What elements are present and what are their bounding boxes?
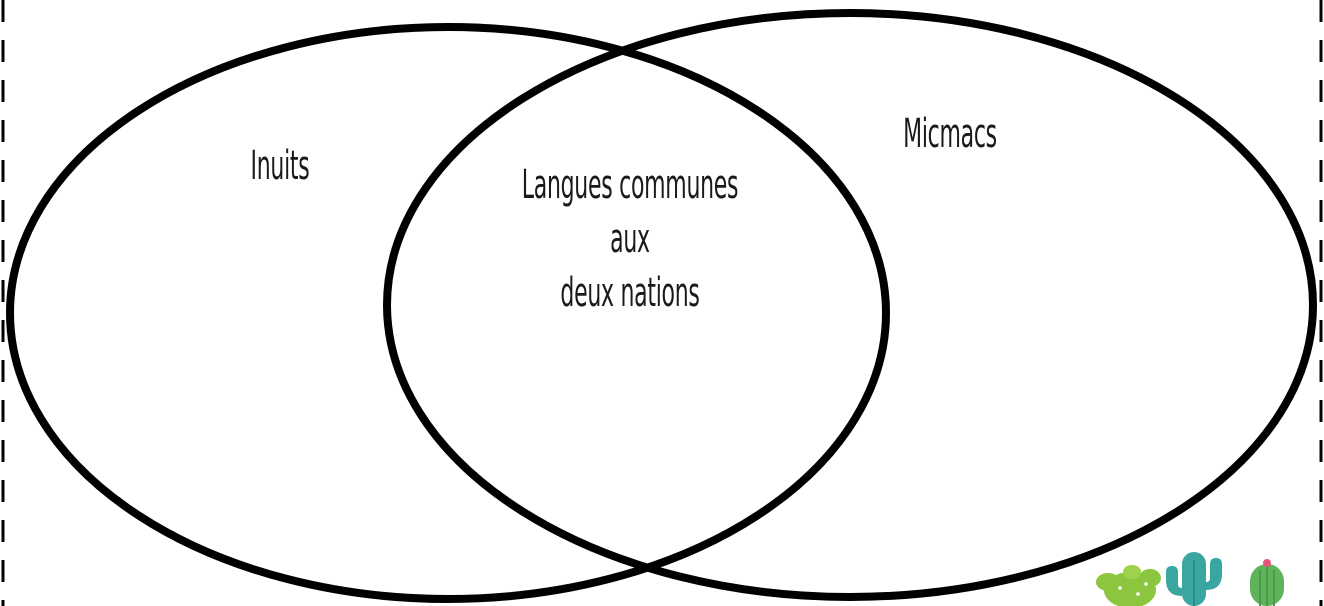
intersection-label-line2: deux nations <box>520 266 740 320</box>
left-set-label: Inuits <box>225 142 335 190</box>
intersection-label: Langues communes aux deux nations <box>520 158 740 320</box>
cactus-icon <box>1250 559 1284 606</box>
intersection-label-line1: Langues communes aux <box>520 158 740 266</box>
left-set-ellipse <box>10 27 886 599</box>
cactus-decoration <box>1096 552 1284 606</box>
cactus-icon <box>1166 552 1222 606</box>
right-set-label: Micmacs <box>895 110 1005 158</box>
cactus-icon <box>1096 565 1161 606</box>
